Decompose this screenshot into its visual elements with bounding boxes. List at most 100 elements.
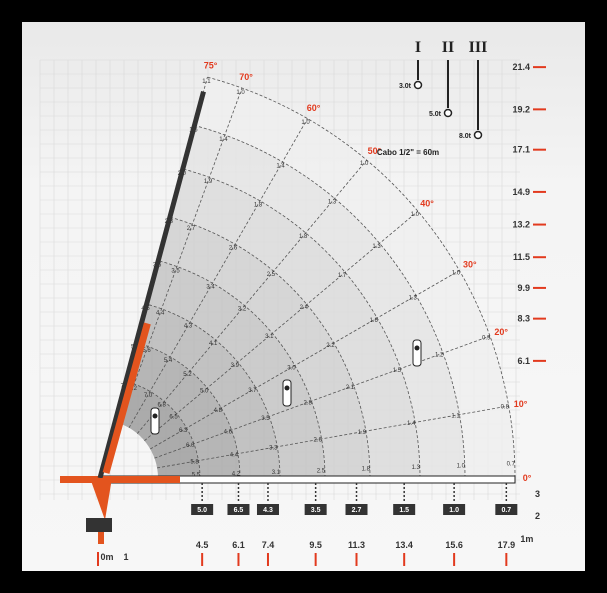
- capacity-value: 0.8: [501, 405, 510, 411]
- extension-arc: [146, 303, 281, 479]
- extension-load-box: [304, 504, 327, 515]
- angle-label: 20°: [494, 327, 508, 337]
- cable-note: Cabo 1/2" = 60m: [377, 148, 439, 157]
- capacity-value: 1.2: [435, 353, 444, 359]
- capacity-value: 1.1: [202, 79, 211, 85]
- capacity-value: 3.5: [171, 268, 180, 274]
- extension-load-value: 5.0: [197, 507, 207, 514]
- height-tick-label: 11.5: [513, 252, 530, 262]
- capacity-value: 6.5: [169, 414, 178, 420]
- extension-arc: [169, 216, 371, 479]
- extension-load-box: [256, 504, 279, 515]
- capacity-value: 5.2: [183, 372, 192, 378]
- load-zone-band: [158, 217, 370, 479]
- angle-labels: 75°70°60°50°40°30°20°10°0°: [204, 61, 532, 483]
- extension-arc: [125, 381, 201, 479]
- capacity-value: 1.6: [369, 318, 378, 324]
- extension-arc: [182, 168, 421, 479]
- hook-config-label: III: [469, 39, 488, 56]
- load-zone-band: [194, 77, 516, 479]
- load-zone-band: [169, 168, 420, 478]
- hook-icon: [443, 108, 453, 118]
- capacity-value: 3.3: [269, 445, 278, 451]
- hook-capacity-label: 5.0t: [429, 111, 442, 118]
- capacity-value: 1.8: [362, 467, 371, 473]
- height-tick-label: 14.9: [512, 187, 530, 197]
- reach-tick-label: 6.1: [232, 540, 245, 550]
- crane-leg: [98, 532, 104, 544]
- height-tick-label: 8.3: [517, 314, 530, 324]
- capacity-value: 3.0: [287, 366, 296, 372]
- extension-load-value: 0.7: [501, 507, 511, 514]
- extension-load-value: 6.5: [234, 507, 244, 514]
- hook-figure: [282, 379, 292, 407]
- capacity-value: 3.2: [238, 307, 247, 313]
- extension-load-box: [443, 504, 466, 515]
- raised-boom: [97, 90, 206, 479]
- capacity-value: 1.4: [219, 137, 228, 143]
- extension-load-box: [345, 504, 368, 515]
- capacity-value: 1.0: [457, 463, 466, 469]
- capacity-value: 1.4: [276, 163, 285, 169]
- capacity-value: 4.3: [184, 324, 193, 330]
- boom-angle-line: [136, 159, 368, 434]
- reach-tick-label: 13.4: [395, 540, 413, 550]
- reach-unit-label: 1m: [520, 534, 533, 544]
- extension-load-box: [191, 504, 214, 515]
- angle-label: 0°: [523, 473, 532, 483]
- angle-label: 70°: [239, 72, 253, 82]
- capacity-value: 2.6: [313, 438, 322, 444]
- height-axis: 21.419.217.114.913.211.59.98.36.1: [512, 62, 546, 366]
- capacity-value: 2.1: [346, 385, 355, 391]
- hook-figure-block: [414, 345, 420, 351]
- hook-figure: [412, 339, 422, 367]
- capacity-value: 0.9: [482, 335, 491, 341]
- extension-arc: [207, 76, 516, 479]
- hook-icon: [413, 80, 423, 90]
- capacity-value: 1.4: [407, 421, 416, 427]
- angle-label: 40°: [420, 199, 434, 209]
- angle-label: 50°: [368, 146, 382, 156]
- boom-angle-line: [119, 87, 243, 424]
- capacity-value: 0.7: [507, 462, 516, 468]
- hook-figure: [150, 407, 160, 435]
- boom-angle-line: [150, 270, 460, 450]
- capacity-value: 1.8: [299, 234, 308, 240]
- capacity-value: 4.6: [224, 429, 233, 435]
- horizontal-boom-base: [60, 476, 180, 483]
- capacity-value: 5.4: [164, 358, 173, 364]
- reach-tick-label: 9.5: [309, 540, 322, 550]
- height-tick-label: 17.1: [512, 145, 530, 155]
- capacity-value: 1.3: [372, 244, 381, 250]
- hook-icon: [473, 130, 483, 140]
- capacity-value: 1.7: [338, 273, 347, 279]
- height-tick-label: 6.1: [517, 356, 530, 366]
- capacity-value: 2.7: [187, 226, 196, 232]
- ground-label: 1: [123, 552, 128, 562]
- capacity-value: 3.5: [261, 416, 270, 422]
- capacity-value: 1.9: [204, 179, 213, 185]
- capacity-value: 1.3: [408, 296, 417, 302]
- capacity-value: 2.5: [267, 272, 276, 278]
- extension-arc: [158, 260, 326, 479]
- capacity-value: 7.2: [129, 386, 138, 392]
- capacity-value: 7.0: [144, 393, 153, 399]
- extension-load-value: 4.3: [263, 507, 273, 514]
- load-zone-band: [125, 342, 240, 478]
- height-tick-label: 9.9: [517, 283, 530, 293]
- capacity-value: 1.3: [412, 465, 421, 471]
- reach-tick-label: 15.6: [445, 540, 463, 550]
- extension-load-box: [495, 504, 518, 515]
- boom-angle-line: [128, 118, 308, 428]
- boom-angle-line: [157, 405, 509, 469]
- boom-angle-line: [144, 210, 419, 442]
- reach-tick-label: 4.5: [196, 540, 209, 550]
- height-tick-label: 19.2: [512, 104, 530, 114]
- boom-position-label: 3: [535, 489, 540, 499]
- capacity-value: 1.0: [360, 161, 369, 167]
- hook-capacity-label: 8.0t: [459, 133, 472, 140]
- capacity-value: 4.4: [156, 311, 165, 317]
- capacity-value: 1.0: [301, 120, 310, 126]
- capacity-value: 1.8: [254, 202, 263, 208]
